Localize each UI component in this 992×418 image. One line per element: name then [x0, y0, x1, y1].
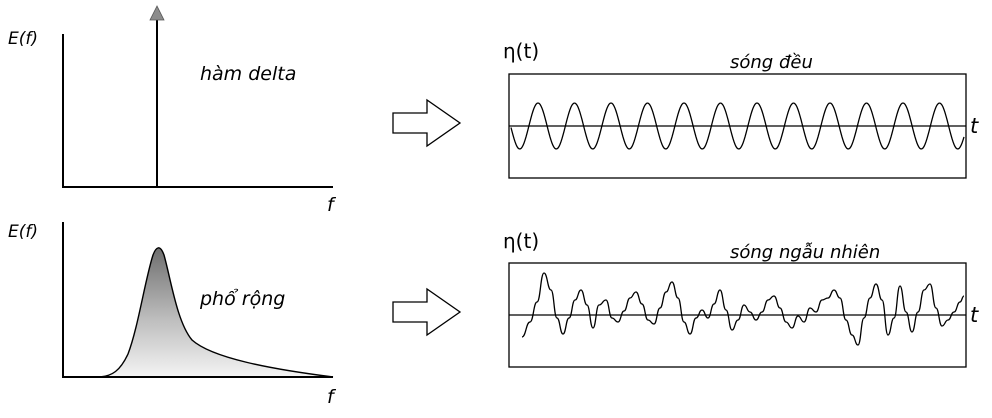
broad-spectrum-area — [99, 247, 334, 378]
regular-wave-curve — [510, 102, 965, 150]
regular-wave-xlabel: t — [970, 114, 979, 138]
delta-spike-arrowhead — [149, 5, 165, 21]
broad-spectrum-xlabel: f — [327, 386, 337, 408]
random-wave-plot: η(t) sóng ngẫu nhiên t — [503, 229, 979, 368]
regular-wave-plot: η(t) sóng đều t — [503, 39, 979, 179]
delta-spectrum-plot: E(f) f hàm delta — [8, 5, 337, 216]
regular-wave-ylabel: η(t) — [503, 39, 539, 63]
delta-spectrum-label: hàm delta — [200, 63, 296, 85]
bottom-transform-arrow — [392, 287, 462, 337]
broad-spectrum-label: phổ rộng — [199, 288, 285, 310]
top-transform-arrow — [392, 98, 462, 148]
random-wave-ylabel: η(t) — [503, 229, 539, 253]
delta-spectrum-xlabel: f — [327, 194, 337, 216]
random-wave-xlabel: t — [970, 303, 979, 327]
broad-spectrum-plot: E(f) f phổ rộng — [8, 222, 337, 408]
regular-wave-title: sóng đều — [730, 52, 813, 73]
delta-spectrum-axes — [62, 34, 333, 188]
broad-spectrum-ylabel: E(f) — [8, 222, 38, 242]
random-wave-curve — [521, 272, 965, 346]
delta-spectrum-ylabel: E(f) — [8, 29, 38, 49]
broad-spectrum-axes — [62, 222, 333, 378]
random-wave-title: sóng ngẫu nhiên — [730, 242, 880, 263]
